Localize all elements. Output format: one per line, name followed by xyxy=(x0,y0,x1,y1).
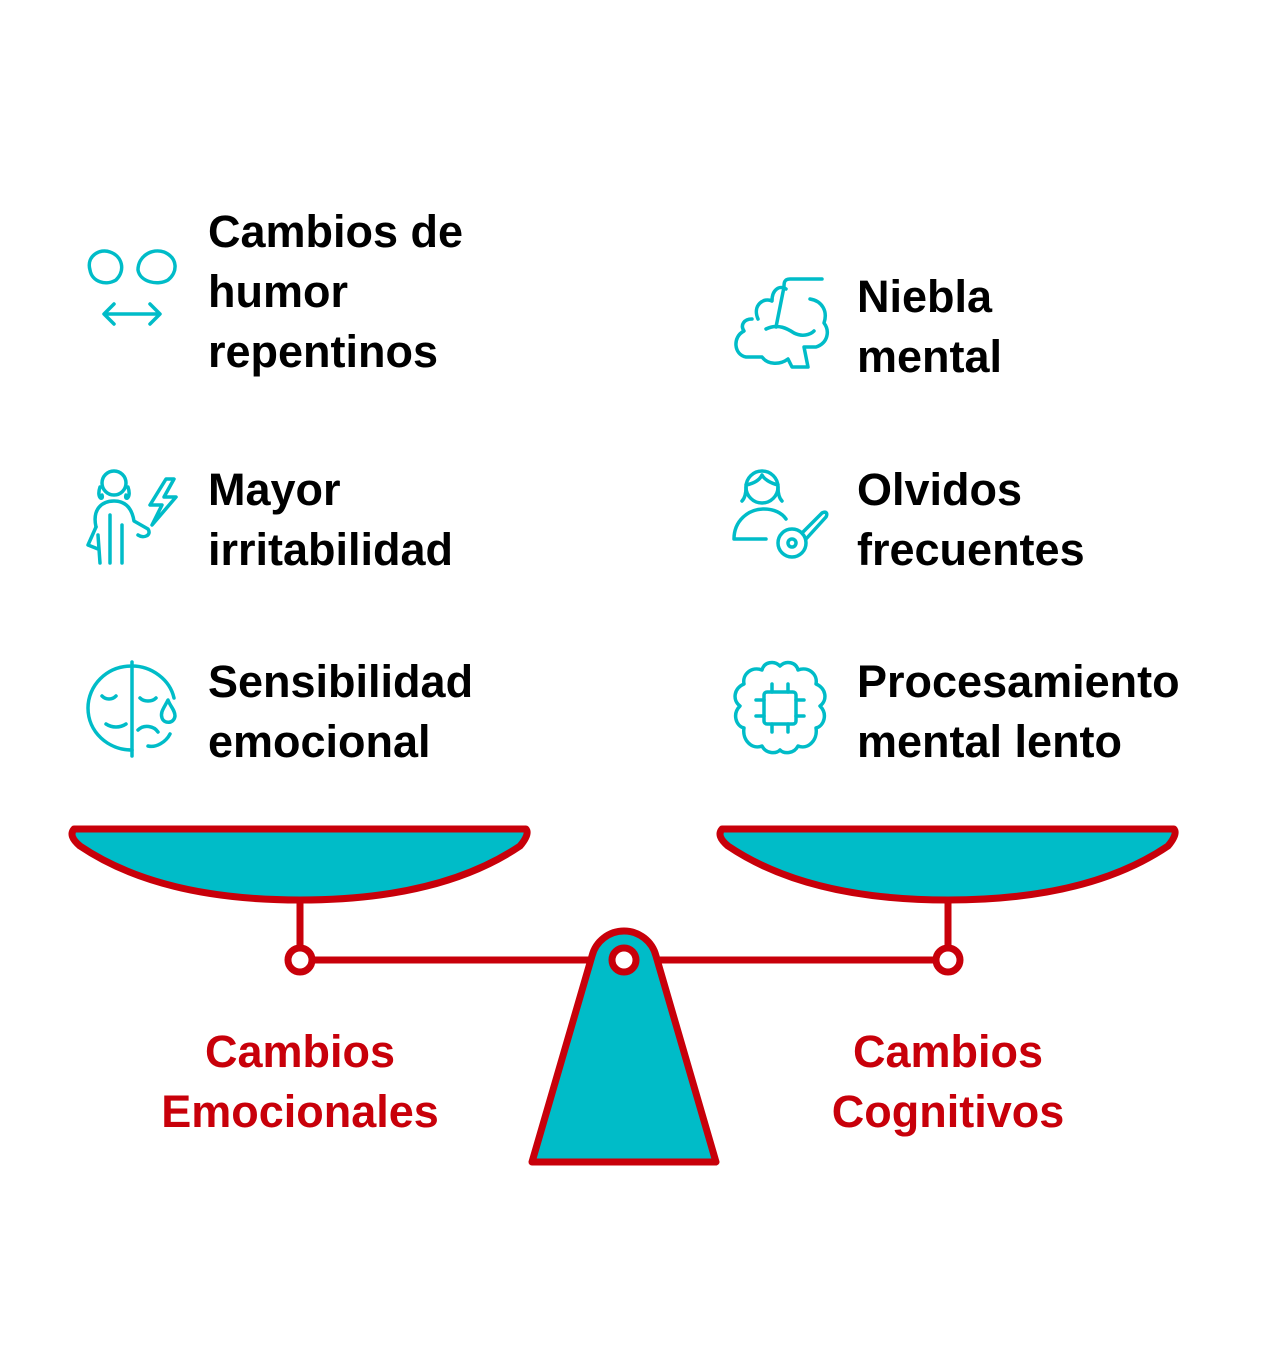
item-line: Cambios de xyxy=(208,206,464,257)
cognitive-item-forgetfulness: Olvidos frecuentes xyxy=(857,460,1085,580)
title-line: Cambios xyxy=(204,1026,396,1077)
cognitive-item-slow-processing: Procesamiento mental lento xyxy=(857,652,1180,772)
left-pivot xyxy=(284,944,316,976)
item-line: repentinos xyxy=(208,326,439,377)
mood-swing-icon xyxy=(87,249,177,326)
brain-chip-icon xyxy=(733,660,827,755)
item-line: Niebla xyxy=(857,271,993,322)
item-line: Olvidos xyxy=(857,464,1023,515)
emotional-title: Cambios Emocionales xyxy=(100,1022,500,1142)
title-line: Cambios xyxy=(852,1026,1044,1077)
emotional-item-irritability: Mayor irritabilidad xyxy=(208,460,453,580)
item-line: emocional xyxy=(208,716,431,767)
left-pan xyxy=(68,825,531,904)
emotional-item-sensitivity: Sensibilidad emocional xyxy=(208,652,473,772)
center-pivot xyxy=(608,944,640,976)
foggy-brain-icon xyxy=(734,277,830,369)
emotional-item-mood-swings: Cambios de humor repentinos xyxy=(208,202,463,382)
title-line: Emocionales xyxy=(161,1086,439,1137)
right-pan xyxy=(716,825,1179,904)
item-line: humor xyxy=(208,266,348,317)
person-key-icon xyxy=(732,469,829,559)
item-line: Mayor xyxy=(208,464,341,515)
sad-face-icon xyxy=(86,660,177,758)
item-line: frecuentes xyxy=(857,524,1085,575)
right-pivot xyxy=(932,944,964,976)
cognitive-item-brain-fog: Niebla mental xyxy=(857,267,1002,387)
item-line: Sensibilidad xyxy=(208,656,474,707)
fulcrum xyxy=(528,927,720,1166)
cognitive-title: Cambios Cognitivos xyxy=(748,1022,1148,1142)
title-line: Cognitivos xyxy=(831,1086,1065,1137)
item-line: irritabilidad xyxy=(208,524,454,575)
item-line: Procesamiento xyxy=(857,656,1180,707)
item-line: mental xyxy=(857,331,1003,382)
item-line: mental lento xyxy=(857,716,1123,767)
irritated-person-icon xyxy=(86,469,178,565)
